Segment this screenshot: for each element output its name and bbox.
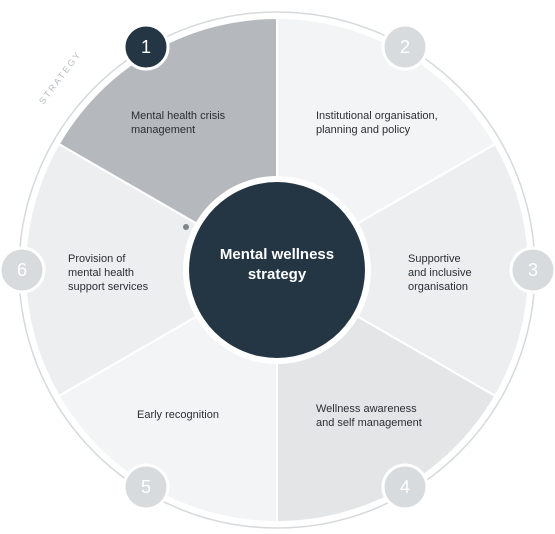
segment-label-6: Provision of mental health support servi… — [68, 253, 149, 293]
badge-5 — [122, 463, 170, 511]
badge-number-3: 3 — [527, 260, 538, 280]
segment-label-2: Institutional organisation, planning and… — [316, 110, 438, 136]
badge-number-1: 1 — [140, 37, 151, 57]
segment-label-1: Mental health crisis management — [131, 110, 226, 136]
badge-number-2: 2 — [399, 37, 410, 57]
badge-number-4: 4 — [399, 477, 410, 497]
segment-label-4: Wellness awareness and self management — [316, 403, 422, 429]
badge-number-5: 5 — [140, 477, 151, 497]
badge-1 — [122, 23, 170, 71]
center-title: Mental wellness strategy — [219, 246, 335, 283]
badge-6 — [0, 246, 46, 294]
segment-label-5: Early recognition — [137, 409, 219, 421]
badge-number-6: 6 — [16, 260, 27, 280]
segment-label-3: Supportive and inclusive organisation — [408, 253, 472, 293]
badge-2 — [381, 23, 429, 71]
center-disc — [189, 182, 365, 358]
badge-4 — [381, 463, 429, 511]
active-pointer-dot — [183, 224, 189, 230]
badge-3 — [509, 246, 555, 294]
